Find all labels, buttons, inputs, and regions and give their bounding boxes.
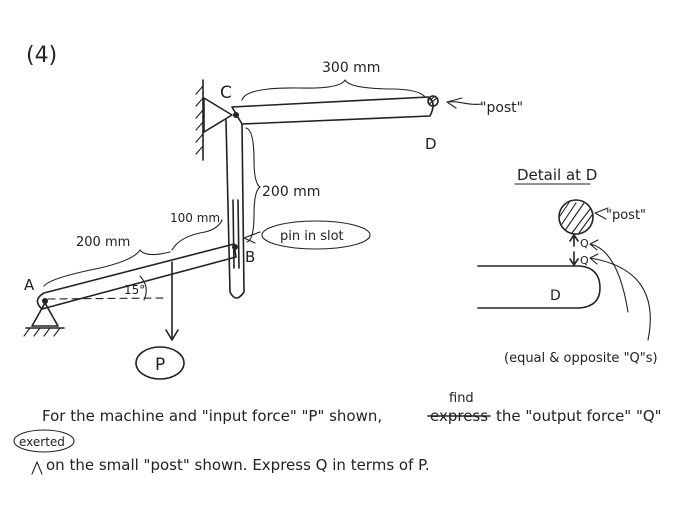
force-p-bubble: [135, 346, 185, 380]
horizontal-reference-line: [47, 297, 166, 300]
detail-post-label: "post": [606, 208, 646, 223]
label-c: C: [220, 83, 232, 103]
dimension-brace-200-vertical: [245, 127, 261, 243]
dimension-brace-300: [241, 79, 426, 101]
dimension-brace-100: [171, 219, 223, 251]
dimension-200-lever: 200 mm: [76, 235, 130, 250]
ground-support-a: [23, 302, 65, 337]
detail-title: Detail at D: [517, 166, 597, 184]
q-down-label: Q: [580, 254, 589, 267]
pin-in-slot-bubble: [261, 220, 371, 250]
vertical-member: [225, 119, 245, 299]
pin-in-slot-label: pin in slot: [280, 229, 344, 244]
dimension-200-vertical: 200 mm: [262, 184, 320, 200]
q-up-arrow: [569, 234, 579, 247]
q-down-arrow: [569, 251, 579, 266]
label-b: B: [245, 248, 255, 266]
detail-d-label: D: [550, 288, 561, 304]
dimension-100: 100 mm: [170, 211, 220, 225]
pin-c: [233, 112, 239, 118]
insertion-caret: [31, 461, 43, 475]
detail-post-icon: [558, 199, 594, 235]
q-up-label: Q: [580, 237, 589, 250]
post-label: "post": [480, 100, 523, 116]
statement-inserted-circled: exerted: [19, 435, 65, 449]
note-arrow-lower: [589, 253, 651, 341]
pin-a: [42, 298, 48, 304]
dimension-brace-200-lever: [43, 249, 171, 287]
dimension-300: 300 mm: [322, 60, 380, 76]
wall-support-c: [195, 79, 233, 161]
force-p-label: P: [155, 355, 165, 375]
inserted-word-circle: [13, 429, 75, 453]
detail-note: (equal & opposite "Q"s): [504, 351, 658, 366]
problem-number: (4): [26, 43, 57, 68]
label-a: A: [24, 276, 35, 294]
lever-ab: [36, 243, 237, 310]
detail-post-arrow: [594, 207, 609, 220]
angle-label: 15°: [124, 283, 145, 297]
statement-line1-part1: For the machine and "input force" "P" sh…: [42, 407, 382, 425]
horizontal-arm-cd: [231, 96, 434, 125]
pin-callout-arrow: [243, 231, 261, 244]
angle-arc: [139, 275, 147, 301]
post-pointer-arrow: [446, 97, 483, 109]
statement-inserted-word: find: [449, 391, 474, 406]
detail-arm-end: [477, 265, 601, 309]
post-at-d: [427, 95, 439, 107]
statement-line2: on the small "post" shown. Express Q in …: [46, 456, 430, 474]
statement-line1-part2: the "output force" "Q": [496, 407, 662, 425]
label-d: D: [425, 135, 437, 153]
slot: [232, 199, 235, 269]
